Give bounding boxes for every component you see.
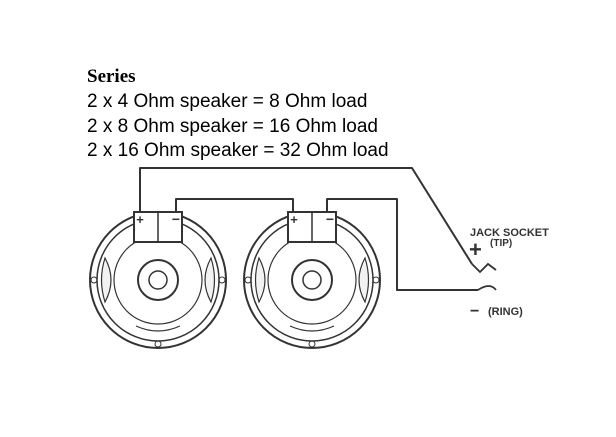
left-terminal-plus: + [136,212,144,227]
wire-positive-to-tip [139,167,473,265]
left-terminal-minus: − [172,211,180,227]
right-terminal-minus: − [326,211,334,227]
speaker-left [89,211,227,349]
jack-ring-contact [477,285,497,291]
speaker-right [243,211,381,349]
load-line-8ohm: 2 x 8 Ohm speaker = 16 Ohm load [87,116,378,137]
jack-plus-symbol: + [469,237,482,262]
load-line-16ohm: 2 x 16 Ohm speaker = 32 Ohm load [87,140,389,161]
wire-series-link [175,198,294,213]
load-line-4ohm: 2 x 4 Ohm speaker = 8 Ohm load [87,91,368,112]
diagram-heading: Series [87,66,136,87]
jack-tip-label: (TIP) [490,238,512,249]
jack-minus-symbol: − [470,303,479,320]
jack-ring-label: (RING) [488,306,523,318]
jack-socket-title: JACK SOCKET [470,227,549,239]
jack-tip-contact [471,262,497,274]
wire-negative-to-ring [326,198,478,291]
jack-contacts [471,262,497,291]
right-terminal-plus: + [290,212,298,227]
